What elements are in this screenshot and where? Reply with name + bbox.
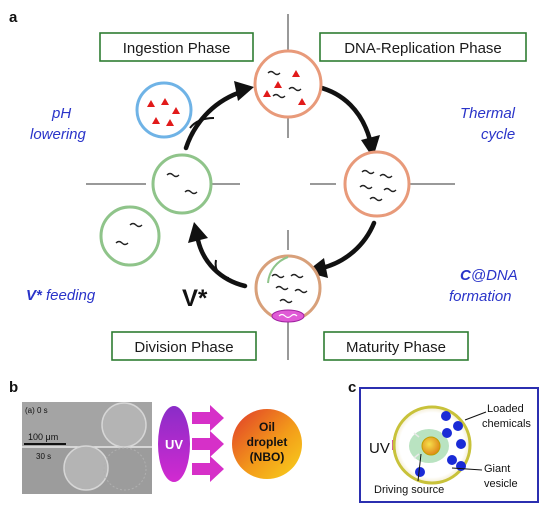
uv-source-b: UV [158, 406, 190, 482]
panel-label-a: a [9, 9, 18, 26]
division-phase-box: Division Phase [111, 331, 257, 361]
arrowhead-1 [234, 81, 254, 101]
replication-vesicle [253, 49, 323, 119]
svg-text:(NBO): (NBO) [250, 450, 285, 464]
svg-text:UV: UV [165, 437, 183, 452]
panel-label-c: c [348, 379, 356, 396]
replication-phase-box: DNA-Replication Phase [319, 32, 527, 62]
feed-connector [214, 259, 230, 279]
uv-beams-b [192, 405, 224, 482]
loaded-label: Loaded [487, 403, 524, 415]
cycle-arrows [183, 84, 377, 289]
chemicals-label: chemicals [482, 418, 531, 430]
giant-leader [451, 467, 483, 471]
ingest-connector [189, 117, 215, 129]
thermal-vesicle [343, 150, 411, 218]
uv-label-c: UV [369, 440, 390, 457]
arrow-to-replication [183, 90, 241, 151]
giant-label: Giant [484, 463, 510, 475]
arrowhead-2 [361, 135, 380, 158]
thermal-label: Thermal [460, 105, 516, 122]
ingestion-phase-box: Ingestion Phase [99, 32, 254, 62]
scale-bar-label: 100 μm [28, 432, 58, 442]
feeding-label: V* feeding [26, 287, 96, 304]
vesicle-label: vesicle [484, 478, 518, 490]
maturity-phase-box: Maturity Phase [323, 331, 469, 361]
micrograph: (a) 0 s 100 μm 30 s [22, 402, 152, 494]
oil-droplet: Oil droplet (NBO) [232, 409, 302, 479]
division-vesicle [151, 153, 213, 215]
arrow-to-division-left [195, 237, 248, 289]
ph-label: pH [51, 105, 71, 122]
svg-text:Oil: Oil [259, 420, 275, 434]
ingest-vesicle [135, 81, 193, 139]
giant-vesicle [392, 405, 472, 485]
svg-text:Maturity Phase: Maturity Phase [346, 339, 446, 356]
svg-text:Division Phase: Division Phase [134, 339, 233, 356]
svg-text:Ingestion Phase: Ingestion Phase [123, 40, 231, 57]
loaded-leader [464, 411, 487, 421]
v-star-label: V* [182, 285, 208, 312]
driving-leader [417, 453, 422, 482]
arrowhead-4 [188, 222, 208, 243]
arrow-to-division-right [319, 220, 377, 271]
svg-text:droplet: droplet [247, 435, 288, 449]
arrow-to-maturity [315, 84, 373, 143]
cdna-label: C@DNA [460, 267, 518, 284]
lowering-label: lowering [30, 126, 87, 143]
driving-source-label: Driving source [374, 484, 444, 496]
svg-text:DNA-Replication Phase: DNA-Replication Phase [344, 40, 502, 57]
time-30-label: 30 s [36, 452, 51, 461]
cycle-label: cycle [481, 126, 515, 143]
maturity-vesicle [254, 254, 322, 323]
formation-label: formation [449, 288, 512, 305]
daughter-vesicle [99, 205, 161, 267]
time-0-label: (a) 0 s [25, 406, 48, 415]
panel-label-b: b [9, 379, 18, 396]
